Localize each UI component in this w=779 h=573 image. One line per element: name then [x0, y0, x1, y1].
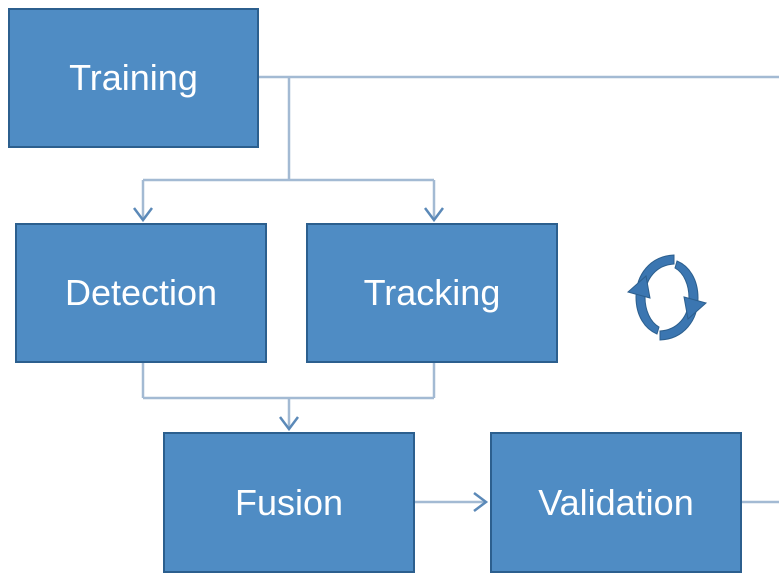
arrowhead-tracking: [424, 207, 444, 223]
fusion-label: Fusion: [234, 481, 344, 523]
validation-node: Validation: [490, 432, 742, 573]
fusion-node: Fusion: [163, 432, 415, 573]
arrowhead-fusion: [279, 416, 299, 432]
detection-node: Detection: [15, 223, 267, 363]
circular-arrows-icon: [626, 254, 708, 341]
arrowhead-validation: [473, 492, 489, 512]
tracking-label: Tracking: [363, 272, 501, 313]
validation-label: Validation: [538, 481, 694, 523]
training-node: Training: [8, 8, 259, 148]
tracking-node: Tracking: [306, 223, 558, 363]
detection-label: Detection: [64, 272, 218, 313]
arrowhead-detection: [133, 207, 153, 223]
training-label: Training: [69, 57, 198, 98]
